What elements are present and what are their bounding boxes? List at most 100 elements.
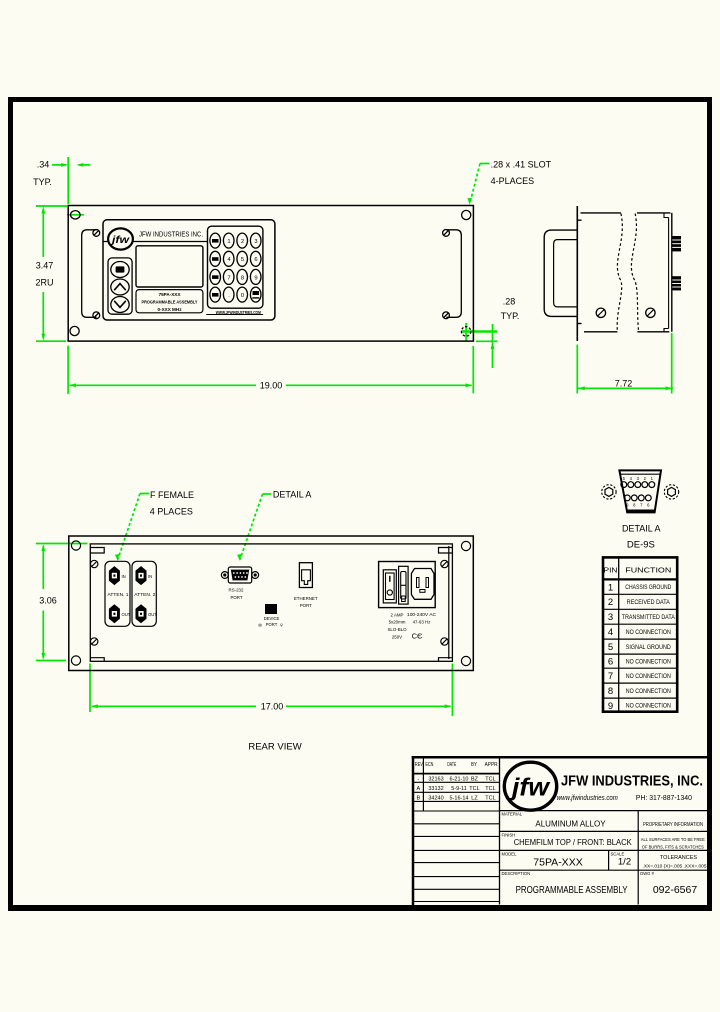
svg-text:5-9-11: 5-9-11: [451, 786, 467, 792]
svg-text:9: 9: [254, 275, 257, 281]
svg-text:100-240V AC: 100-240V AC: [407, 612, 436, 617]
svg-text:250V: 250V: [392, 635, 402, 640]
svg-text:9: 9: [626, 503, 629, 508]
svg-text:DETAIL A: DETAIL A: [622, 524, 661, 534]
svg-text:6: 6: [608, 657, 613, 668]
svg-text:ALL SURFACES ARE TO BE FREE: ALL SURFACES ARE TO BE FREE: [641, 837, 705, 843]
svg-text:6: 6: [254, 257, 257, 263]
svg-text:OF BURRS, FITS & SCRATCHES: OF BURRS, FITS & SCRATCHES: [642, 844, 704, 850]
svg-text:REV: REV: [415, 762, 423, 768]
svg-text:9: 9: [608, 701, 613, 712]
svg-text:-: -: [417, 776, 419, 782]
svg-text:APPR: APPR: [485, 762, 498, 768]
svg-text:DETAIL A: DETAIL A: [273, 490, 312, 500]
svg-text:www.jfwindustries.com: www.jfwindustries.com: [557, 793, 618, 802]
svg-text:PIN: PIN: [604, 565, 618, 574]
svg-text:2: 2: [644, 476, 647, 481]
svg-text:2 AMP: 2 AMP: [391, 613, 404, 618]
svg-text:1/2: 1/2: [618, 857, 631, 868]
svg-text:PROGRAMMABLE ASSEMBLY: PROGRAMMABLE ASSEMBLY: [142, 300, 198, 305]
svg-text:JFW INDUSTRIES, INC.: JFW INDUSTRIES, INC.: [561, 774, 703, 790]
svg-text:PORT: PORT: [300, 603, 312, 608]
svg-text:3.47: 3.47: [36, 261, 54, 271]
svg-text:TYP.: TYP.: [501, 311, 520, 321]
svg-text:TYP.: TYP.: [33, 177, 52, 187]
svg-text:NO CONNECTION: NO CONNECTION: [626, 659, 671, 665]
svg-text:.28: .28: [503, 297, 516, 307]
svg-text:RECEIVED DATA: RECEIVED DATA: [627, 600, 670, 606]
svg-text:PORT: PORT: [230, 595, 242, 600]
svg-text:ALUMINUM ALLOY: ALUMINUM ALLOY: [535, 820, 606, 829]
svg-text:LZ: LZ: [471, 796, 478, 802]
svg-text:PROGRAMMABLE ASSEMBLY: PROGRAMMABLE ASSEMBLY: [516, 884, 628, 896]
svg-text:IN: IN: [122, 574, 126, 579]
svg-text:TCL: TCL: [485, 796, 495, 802]
svg-text:USB: USB: [267, 608, 276, 614]
svg-text:.XX=.010 (X)=.005 .XXX=.005: .XX=.010 (X)=.005 .XXX=.005: [643, 863, 708, 868]
svg-text:1: 1: [651, 476, 654, 481]
svg-text:TCL: TCL: [485, 776, 495, 782]
svg-text:⊞: ⊞: [258, 623, 261, 628]
svg-text:PH: 317-887-1340: PH: 317-887-1340: [636, 793, 692, 802]
svg-text:4-PLACES: 4-PLACES: [491, 176, 535, 186]
svg-text:CHASSIS GROUND: CHASSIS GROUND: [625, 585, 672, 591]
svg-text:75PA-XXX: 75PA-XXX: [159, 292, 182, 297]
svg-text:75PA-XXX: 75PA-XXX: [533, 857, 582, 869]
svg-text:OUT: OUT: [148, 612, 157, 617]
svg-text:7: 7: [227, 275, 230, 281]
svg-text:NO CONNECTION: NO CONNECTION: [626, 630, 671, 636]
svg-text:8: 8: [608, 686, 613, 697]
svg-text:CHEMFILM TOP / FRONT: BLACK: CHEMFILM TOP / FRONT: BLACK: [514, 837, 632, 847]
svg-text:NO CONNECTION: NO CONNECTION: [626, 674, 671, 680]
svg-text:RS-232: RS-232: [229, 588, 244, 593]
svg-text:33132: 33132: [428, 786, 443, 792]
svg-text:jfw: jfw: [509, 774, 551, 802]
svg-text:.: .: [228, 293, 230, 299]
svg-text:A: A: [416, 786, 420, 792]
svg-text:FUNCTION: FUNCTION: [625, 565, 671, 574]
svg-text:34240: 34240: [428, 796, 443, 802]
svg-text:REAR VIEW: REAR VIEW: [248, 742, 301, 753]
svg-text:.34: .34: [37, 160, 50, 170]
svg-text:BZ: BZ: [471, 776, 479, 782]
svg-text:SLO-BLO: SLO-BLO: [387, 627, 407, 632]
svg-text:NO CONNECTION: NO CONNECTION: [626, 689, 671, 695]
svg-text:B: B: [416, 796, 420, 802]
svg-text:5: 5: [608, 642, 613, 653]
svg-text:DATE: DATE: [447, 762, 456, 768]
svg-text:5-16-14: 5-16-14: [450, 796, 469, 802]
svg-text:F FEMALE: F FEMALE: [150, 490, 194, 500]
svg-text:5: 5: [241, 257, 244, 263]
svg-text:SIGNAL GROUND: SIGNAL GROUND: [626, 645, 672, 651]
svg-text:ECN: ECN: [425, 762, 433, 768]
svg-text:32163: 32163: [428, 776, 443, 782]
svg-text:JFW INDUSTRIES INC.: JFW INDUSTRIES INC.: [139, 229, 203, 238]
svg-text:SCALE: SCALE: [611, 851, 625, 856]
svg-text:ATTEN. 2: ATTEN. 2: [134, 592, 156, 597]
svg-text:6-21-10: 6-21-10: [450, 776, 469, 782]
svg-text:MODEL: MODEL: [502, 851, 518, 856]
svg-text:4 PLACES: 4 PLACES: [150, 507, 193, 517]
svg-text:OUT: OUT: [122, 612, 131, 617]
svg-text:2: 2: [608, 597, 613, 608]
svg-text:4: 4: [630, 476, 633, 481]
svg-text:5x20mm: 5x20mm: [389, 620, 406, 625]
svg-text:8: 8: [633, 503, 636, 508]
svg-text:6: 6: [647, 503, 650, 508]
svg-text:CЄ: CЄ: [412, 632, 423, 641]
svg-text:TRANSMITTED DATA: TRANSMITTED DATA: [622, 615, 675, 621]
svg-text:TCL: TCL: [469, 786, 479, 792]
svg-text:7: 7: [640, 503, 643, 508]
svg-text:WWW.JFWINDUSTRIES.COM: WWW.JFWINDUSTRIES.COM: [216, 310, 261, 315]
svg-text:DEVICE: DEVICE: [264, 616, 280, 621]
svg-text:FINISH: FINISH: [502, 832, 516, 837]
svg-text:ETHERNET: ETHERNET: [294, 596, 318, 601]
svg-text:092-6567: 092-6567: [653, 884, 698, 896]
svg-text:TCL: TCL: [485, 786, 495, 792]
svg-text:DE-9S: DE-9S: [627, 539, 655, 550]
svg-text:4: 4: [608, 627, 613, 638]
svg-text:3: 3: [608, 612, 613, 623]
svg-text:PROPRIETARY INFORMATION: PROPRIETARY INFORMATION: [643, 822, 703, 828]
svg-text:.28 x .41 SLOT: .28 x .41 SLOT: [491, 159, 552, 169]
svg-text:jfw: jfw: [110, 234, 130, 246]
